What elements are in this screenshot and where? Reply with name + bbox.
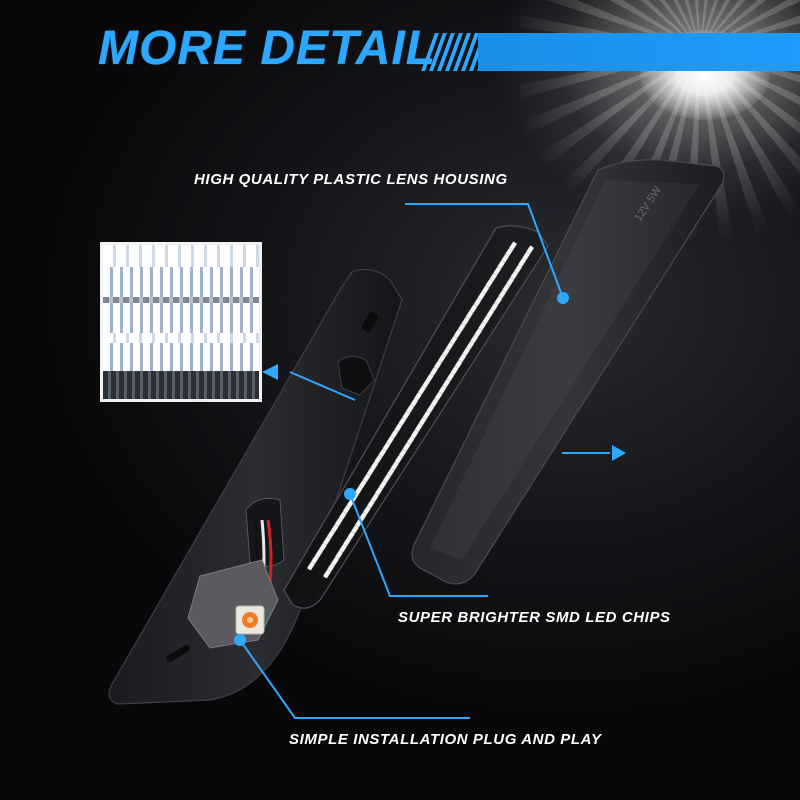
lens-housing <box>411 159 725 585</box>
led-closeup-photo <box>100 242 262 402</box>
mounting-base <box>108 268 403 705</box>
led-chip-rows <box>307 241 534 579</box>
arrow-right-icon <box>612 445 626 461</box>
header-bar <box>478 33 800 71</box>
chips-callout-label: SUPER BRIGHTER SMD LED CHIPS <box>398 609 671 626</box>
led-chip <box>323 569 331 579</box>
housing-callout-label: HIGH QUALITY PLASTIC LENS HOUSING <box>194 171 508 188</box>
page-title: MORE DETAIL <box>98 22 437 75</box>
led-chip <box>307 561 315 571</box>
arrow-left-icon <box>262 364 278 380</box>
led-board <box>283 225 549 609</box>
install-callout-label: SIMPLE INSTALLATION PLUG AND PLAY <box>289 731 602 748</box>
housing-callout-dot <box>557 292 569 304</box>
chips-callout-dot <box>344 488 356 500</box>
install-callout-dot <box>234 634 246 646</box>
